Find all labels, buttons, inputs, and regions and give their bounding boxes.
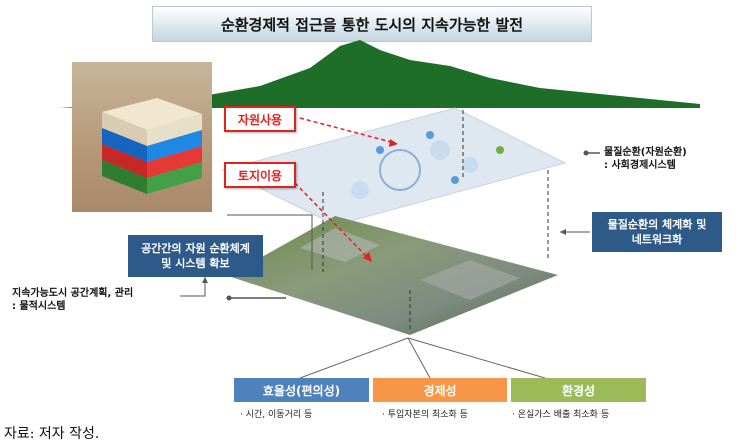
spatial-cycle-line1: 공간간의 자원 순환체계 xyxy=(141,242,250,255)
source-note: 자료: 저자 작성. xyxy=(4,426,100,442)
systemization-line1: 물질순환의 체계화 및 xyxy=(607,218,707,231)
resource-use-label: 자원사용 xyxy=(224,106,296,132)
systemization-line2: 네트워크화 xyxy=(631,233,683,246)
spatial-cycle-line2: 및 시스템 확보 xyxy=(161,257,230,270)
urban-planning-line1: 지속가능도시 공간계획, 관리 xyxy=(12,288,134,299)
material-cycle-line1: 물질순환(자원순환) xyxy=(604,147,687,158)
urban-planning-text: 지속가능도시 공간계획, 관리 : 물적시스템 xyxy=(12,287,187,313)
diagram-title: 순환경제적 접근을 통한 도시의 지속가능한 발전 xyxy=(152,6,592,42)
mountain-silhouette xyxy=(60,40,700,108)
urban-planning-line2: : 물적시스템 xyxy=(12,301,66,312)
spatial-cycle-box: 공간간의 자원 순환체계 및 시스템 확보 xyxy=(128,235,263,277)
category-environment: 환경성 xyxy=(511,378,646,402)
material-cycle-line2: : 사회경제시스템 xyxy=(604,160,676,171)
layer-stack-graphic xyxy=(102,98,202,194)
material-cycle-text: 물질순환(자원순환) : 사회경제시스템 xyxy=(604,146,739,172)
category-economy-desc: · 투입자본의 최소화 등 xyxy=(382,410,468,420)
land-use-label: 토지이용 xyxy=(224,162,296,188)
systemization-box: 물질순환의 체계화 및 네트워크화 xyxy=(592,212,722,252)
category-efficiency: 효율성(편의성) xyxy=(234,378,369,402)
category-efficiency-desc: · 시간, 이동거리 등 xyxy=(240,410,313,420)
category-economy: 경제성 xyxy=(373,378,507,402)
category-environment-desc: · 온실가스 배출 최소화 등 xyxy=(512,410,610,420)
